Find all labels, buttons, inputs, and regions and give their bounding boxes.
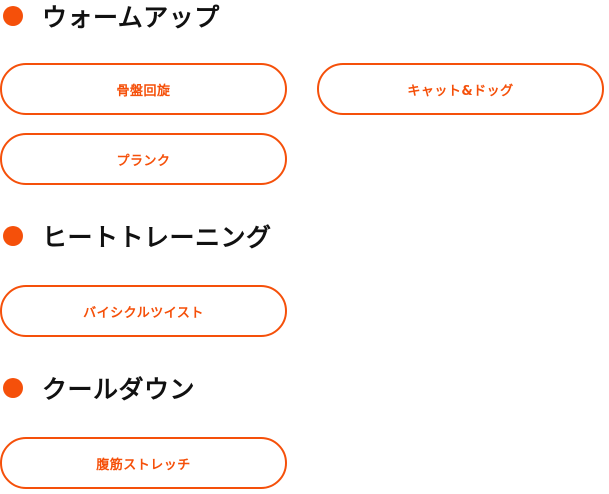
exercise-button-label: 腹筋ストレッチ [96, 457, 191, 473]
section-header-heat-training: ヒートトレーニング [3, 221, 272, 252]
section-bullet-icon [3, 226, 23, 246]
section-bullet-icon [3, 378, 23, 398]
exercise-button-label: プランク [116, 153, 171, 169]
exercise-button-bicycle-twist[interactable]: バイシクルツイスト [0, 285, 287, 337]
exercise-button-ab-stretch[interactable]: 腹筋ストレッチ [0, 437, 287, 489]
section-title: クールダウン [42, 375, 196, 404]
exercise-button-plank[interactable]: プランク [0, 133, 287, 185]
exercise-button-pelvic-rotation[interactable]: 骨盤回旋 [0, 63, 287, 115]
section-header-cooldown: クールダウン [3, 373, 196, 404]
exercise-button-cat-dog[interactable]: キャット&ドッグ [317, 63, 604, 115]
section-bullet-icon [3, 6, 23, 26]
exercise-button-label: 骨盤回旋 [116, 83, 171, 99]
section-title: ヒートトレーニング [42, 223, 272, 252]
exercise-button-label: キャット&ドッグ [407, 83, 514, 99]
section-title: ウォームアップ [42, 3, 220, 32]
section-header-warmup: ウォームアップ [3, 1, 220, 32]
exercise-button-label: バイシクルツイスト [83, 305, 204, 321]
